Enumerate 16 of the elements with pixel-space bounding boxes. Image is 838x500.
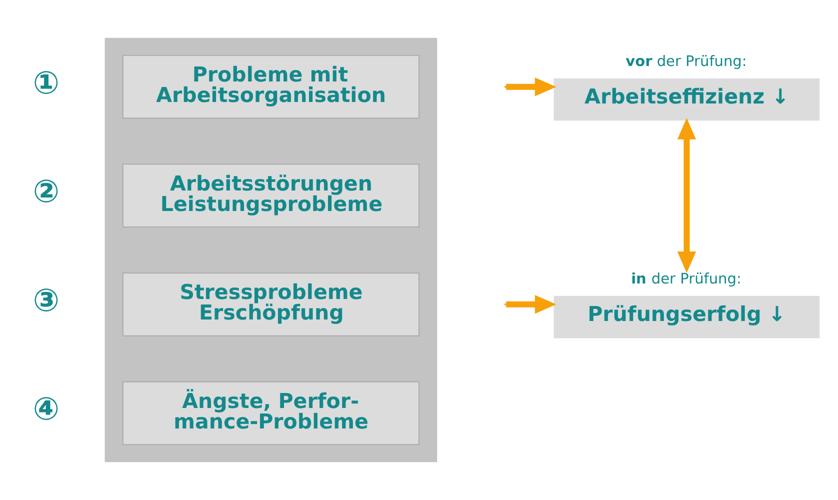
arrow	[506, 77, 556, 96]
node-box: Stressprobleme Erschöpfung	[122, 272, 420, 336]
node-label: ③	[32, 282, 60, 319]
arrow	[677, 118, 696, 273]
node-box: Prüfungserfolg ↓	[554, 296, 820, 338]
node-box: Probleme mit Arbeitsorganisation	[122, 54, 420, 119]
node-label: ④	[32, 392, 60, 428]
node-label: in der Prüfung:	[631, 271, 742, 288]
node-box: Arbeitsstörungen Leistungsprobleme	[122, 164, 420, 228]
node-label: vor der Prüfung:	[626, 54, 747, 70]
node-label: ①	[32, 65, 60, 102]
node-label: ②	[32, 174, 60, 210]
cluster	[104, 38, 438, 462]
arrow	[506, 295, 556, 314]
node-box: Ängste, Perfor- mance-Probleme	[122, 381, 420, 446]
node-box: Arbeitseffizienz ↓	[554, 78, 820, 121]
